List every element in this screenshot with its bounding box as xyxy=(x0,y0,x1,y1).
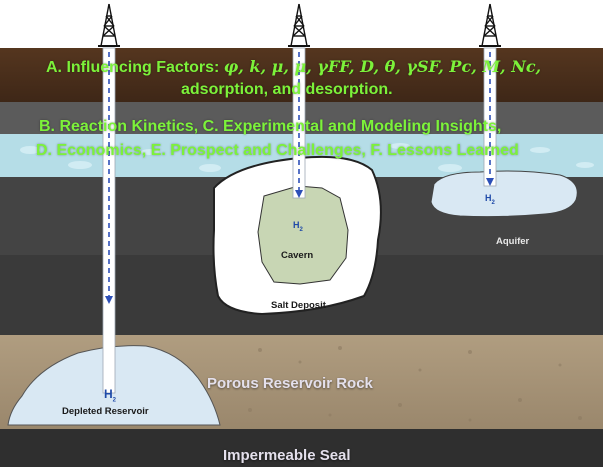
cavern-label: Cavern xyxy=(281,250,314,261)
well-left xyxy=(102,47,116,394)
porous-texture xyxy=(248,346,582,422)
sky xyxy=(0,0,603,48)
influencing-factors-title: A. Influencing Factors: xyxy=(46,59,224,76)
influencing-factors-formula: φ, k, μ, μ, γFF, D, θ, γSF, Pc, M, Nc, xyxy=(223,57,542,76)
depleted-h2-label: H2 xyxy=(104,387,117,404)
derrick-right xyxy=(479,3,501,47)
adsorption-line: adsorption, and desorption. xyxy=(181,81,393,98)
well-right xyxy=(483,47,497,187)
water-texture xyxy=(20,143,594,172)
derrick-left xyxy=(98,3,120,47)
impermeable-seal-label: Impermeable Seal xyxy=(223,447,351,464)
aquifer-label: Aquifer xyxy=(496,236,530,247)
cavern-h2-label: H2 xyxy=(293,220,303,233)
derrick-middle xyxy=(288,3,310,47)
influencing-factors-line: A. Influencing Factors: φ, k, μ, μ, γFF,… xyxy=(46,57,541,77)
porous-reservoir-rock-label: Porous Reservoir Rock xyxy=(207,375,373,392)
topics-line-1: B. Reaction Kinetics, C. Experimental an… xyxy=(39,118,502,135)
depleted-reservoir-label: Depleted Reservoir xyxy=(62,406,149,417)
aquifer-h2-label: H2 xyxy=(485,193,495,206)
salt-deposit-label: Salt Deposit xyxy=(271,300,326,311)
cavern xyxy=(257,185,349,285)
topics-line-2: D. Economics, E. Prospect and Challenges… xyxy=(36,142,519,159)
seal-layer xyxy=(0,429,603,467)
aquifer-lens xyxy=(430,170,578,218)
well-middle xyxy=(292,47,306,199)
